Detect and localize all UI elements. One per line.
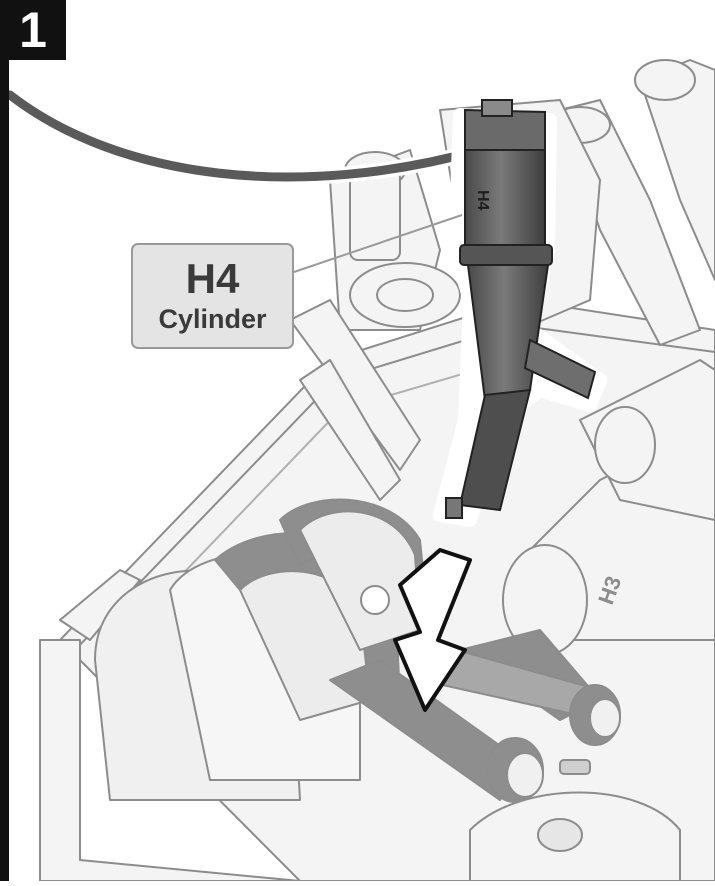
- rear-post: [349, 169, 401, 261]
- step-number-badge: 1: [0, 0, 66, 60]
- front-frame: [39, 639, 301, 882]
- rear-ring-inner: [376, 278, 434, 312]
- left-border-rule: [0, 0, 9, 881]
- callout-leader: [293, 214, 463, 273]
- cylinder-tip: [458, 388, 532, 512]
- callout-title: H4: [185, 255, 240, 302]
- front-frame-rail: [59, 569, 141, 641]
- right-knob: [634, 59, 696, 101]
- right-arm-1: [559, 99, 701, 346]
- drum-light-4: [299, 510, 421, 651]
- down-arrow-icon: [393, 548, 472, 712]
- base-bolt: [537, 818, 583, 852]
- base-plate-rim: [74, 324, 715, 651]
- part-callout: H4 Cylinder: [131, 243, 294, 349]
- roller-pin: [559, 759, 591, 775]
- left-arm-2: [299, 359, 401, 501]
- drum-hub: [360, 585, 390, 615]
- motor-cap: [594, 406, 656, 484]
- cylinder-pin: [523, 338, 597, 400]
- h4-cylinder-part: H4: [2, 87, 607, 527]
- roller-left-face: [506, 752, 544, 798]
- cylinder-mark: H4: [474, 190, 491, 211]
- callout-subtitle: Cylinder: [158, 304, 267, 334]
- roller-right-face: [589, 698, 621, 738]
- drum-assembly: [94, 498, 681, 882]
